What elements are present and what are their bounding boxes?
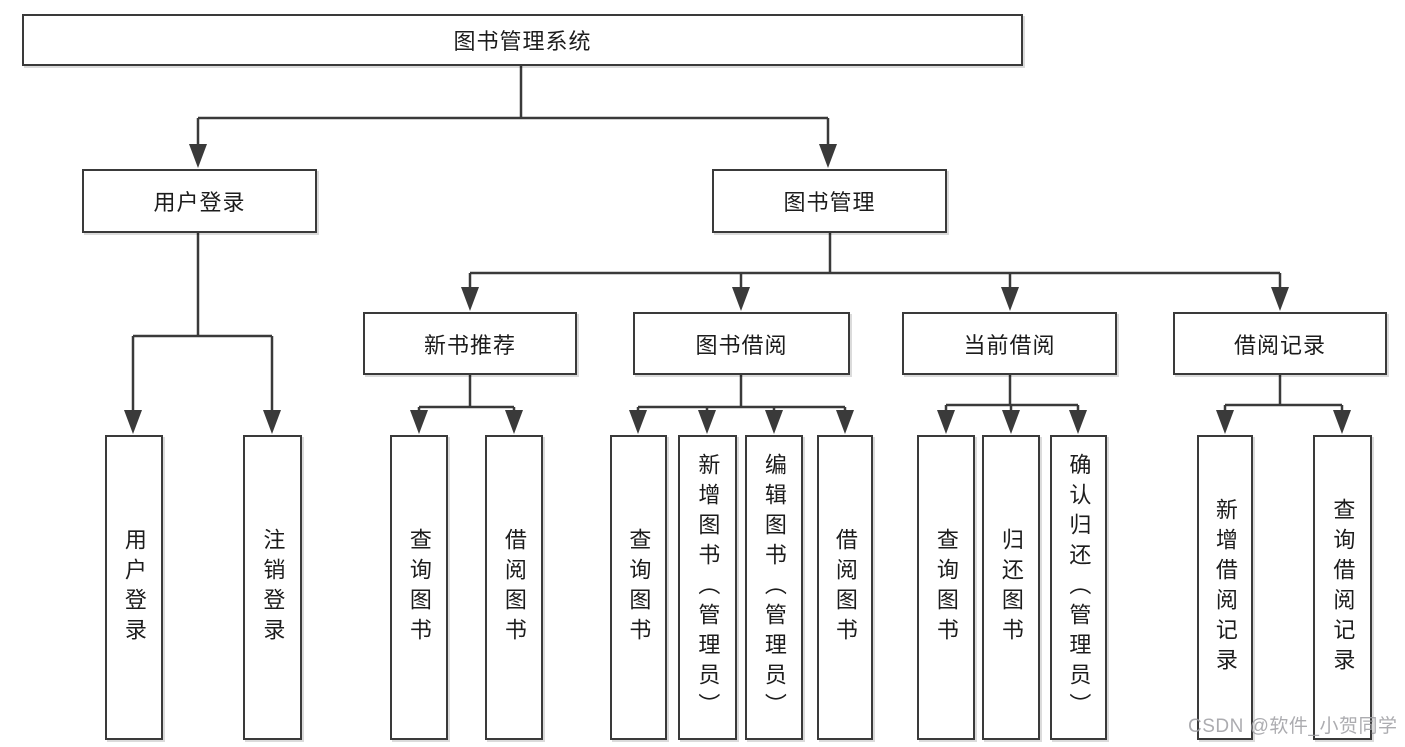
node-label: 用户登录	[153, 190, 246, 215]
node-user-login-module: 用户登录	[82, 169, 317, 233]
node-label: 借阅图书	[501, 527, 527, 648]
node-label: 借阅图书	[832, 527, 858, 648]
leaf-user-login: 用户登录	[105, 435, 163, 740]
leaf-newbooks-borrow-book: 借阅图书	[485, 435, 543, 740]
node-label: 编辑图书（管理员）	[761, 452, 787, 723]
node-label: 查询图书	[626, 527, 652, 648]
node-library-management-system: 图书管理系统	[22, 14, 1023, 66]
node-label: 新书推荐	[423, 332, 516, 358]
leaf-borrow-add-book-admin: 新增图书（管理员）	[678, 435, 737, 740]
node-current-borrowing: 当前借阅	[902, 312, 1117, 375]
leaf-borrow-edit-book-admin: 编辑图书（管理员）	[745, 435, 803, 740]
node-label: 图书借阅	[695, 332, 788, 358]
leaf-records-query-record: 查询借阅记录	[1313, 435, 1372, 740]
node-label: 注销登录	[260, 527, 286, 648]
leaf-logout: 注销登录	[243, 435, 302, 740]
leaf-current-confirm-return-admin: 确认归还（管理员）	[1050, 435, 1107, 740]
node-label: 新增借阅记录	[1212, 497, 1238, 678]
csdn-watermark: CSDN @软件_小贺同学	[1188, 716, 1398, 737]
node-label: 用户登录	[121, 527, 147, 648]
node-label: 查询借阅记录	[1330, 497, 1356, 678]
node-label: 归还图书	[998, 527, 1024, 648]
node-book-management-module: 图书管理	[712, 169, 947, 233]
leaf-records-add-record: 新增借阅记录	[1197, 435, 1253, 740]
node-borrowing-records: 借阅记录	[1173, 312, 1387, 375]
node-label: 借阅记录	[1233, 332, 1326, 358]
node-label: 图书管理系统	[453, 29, 592, 54]
leaf-newbooks-query-book: 查询图书	[390, 435, 448, 740]
node-label: 查询图书	[933, 527, 959, 648]
leaf-borrow-query-book: 查询图书	[610, 435, 667, 740]
node-label: 新增图书（管理员）	[695, 452, 721, 723]
leaf-borrow-borrow-book: 借阅图书	[817, 435, 873, 740]
node-new-book-recommend: 新书推荐	[363, 312, 577, 375]
node-label: 查询图书	[406, 527, 432, 648]
node-label: 当前借阅	[963, 332, 1056, 358]
node-label: 图书管理	[783, 190, 876, 215]
node-book-borrowing: 图书借阅	[633, 312, 850, 375]
leaf-current-return-book: 归还图书	[982, 435, 1040, 740]
node-label: 确认归还（管理员）	[1066, 452, 1092, 723]
leaf-current-query-book: 查询图书	[917, 435, 975, 740]
